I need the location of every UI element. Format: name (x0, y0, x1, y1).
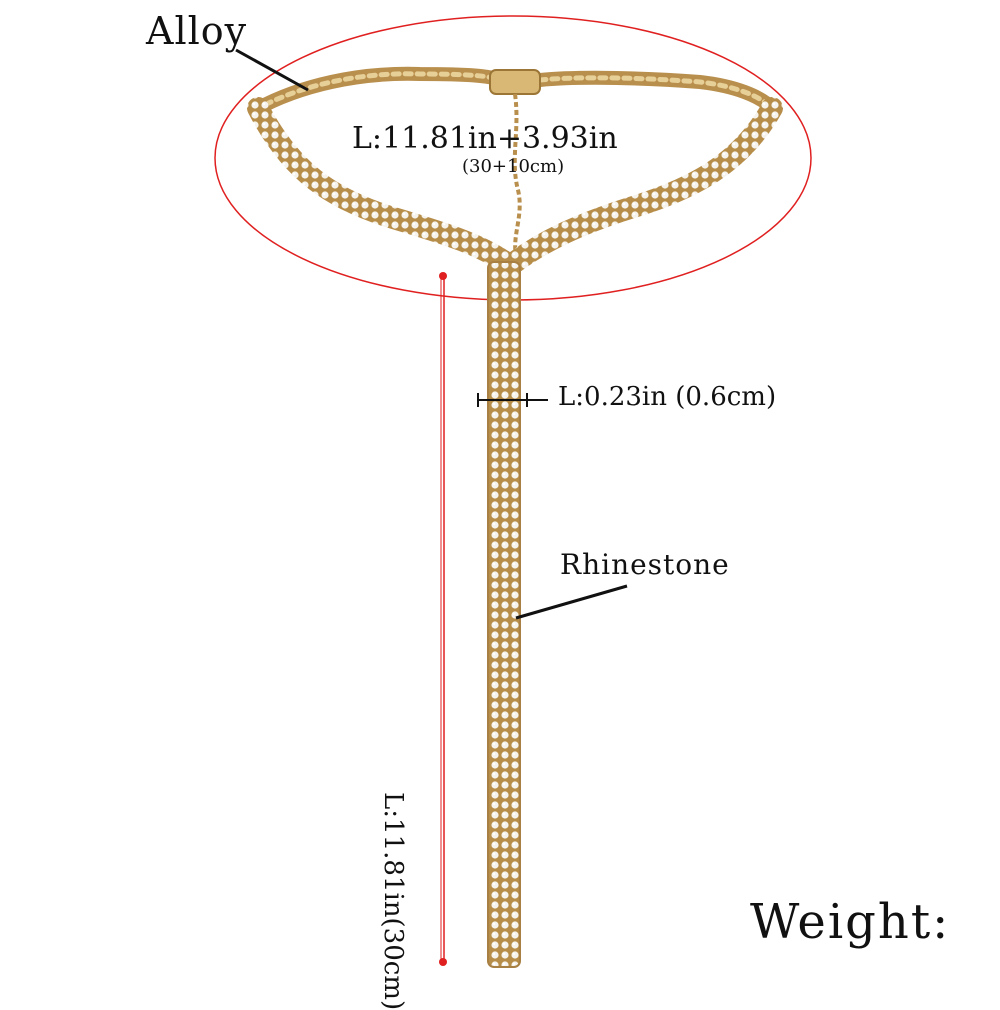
necklace-length-cm-label: (30+10cm) (462, 156, 565, 177)
rhinestone-label: Rhinestone (560, 548, 730, 581)
necklace-length-label: L:11.81in+3.93in (352, 121, 618, 156)
extender-chain (512, 93, 522, 256)
rhinestone-pointer (515, 584, 628, 620)
alloy-pointer (235, 48, 309, 92)
clasp (489, 69, 541, 95)
rhinestone-collar-left (247, 97, 516, 273)
weight-label: Weight: (750, 894, 951, 950)
rhinestone-drop (487, 261, 521, 968)
width-label: L:0.23in (0.6cm) (558, 382, 777, 412)
drop-length-label: L:11.81in(30cm) (378, 792, 408, 1010)
rhinestone-collar-right (504, 97, 783, 273)
alloy-label: Alloy (146, 9, 248, 53)
